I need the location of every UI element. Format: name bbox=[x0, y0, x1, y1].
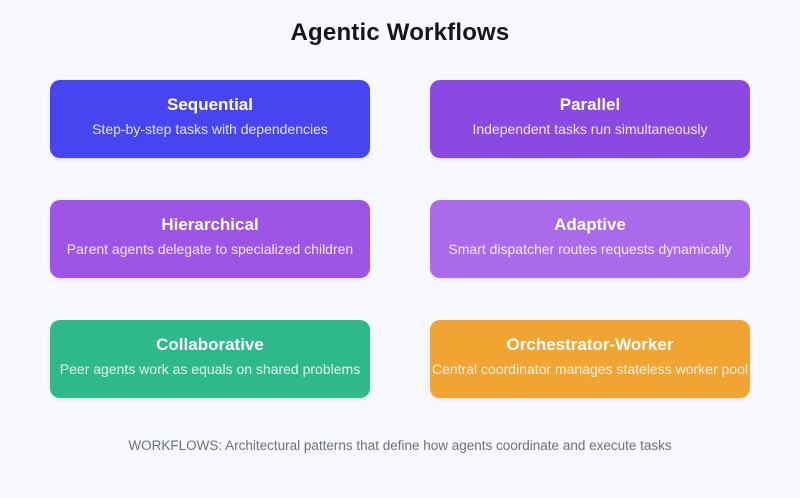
card-parallel-title: Parallel bbox=[559, 95, 621, 114]
card-parallel: Parallel Independent tasks run simultane… bbox=[430, 80, 750, 158]
card-sequential-description: Step-by-step tasks with dependencies bbox=[92, 121, 328, 137]
card-adaptive-description: Smart dispatcher routes requests dynamic… bbox=[448, 241, 732, 257]
card-sequential: Sequential Step-by-step tasks with depen… bbox=[50, 80, 370, 158]
workflows-caption: WORKFLOWS: Architectural patterns that d… bbox=[128, 438, 672, 453]
workflow-cards-grid: Sequential Step-by-step tasks with depen… bbox=[50, 80, 750, 398]
card-sequential-title: Sequential bbox=[167, 95, 253, 114]
card-collaborative-title: Collaborative bbox=[156, 335, 264, 354]
card-adaptive-title: Adaptive bbox=[554, 215, 626, 234]
card-hierarchical-title: Hierarchical bbox=[161, 215, 259, 234]
card-parallel-description: Independent tasks run simultaneously bbox=[472, 121, 708, 137]
card-orchestrator-worker-title: Orchestrator-Worker bbox=[506, 335, 674, 354]
page-title: Agentic Workflows bbox=[290, 19, 510, 46]
card-orchestrator-worker-description: Central coordinator manages stateless wo… bbox=[432, 361, 748, 377]
card-collaborative: Collaborative Peer agents work as equals… bbox=[50, 320, 370, 398]
card-collaborative-description: Peer agents work as equals on shared pro… bbox=[59, 361, 361, 377]
card-hierarchical-description: Parent agents delegate to specialized ch… bbox=[66, 241, 354, 257]
page-background: { "header": { "title": "Agentic Workflow… bbox=[0, 18, 800, 498]
card-orchestrator-worker: Orchestrator-Worker Central coordinator … bbox=[430, 320, 750, 398]
card-hierarchical: Hierarchical Parent agents delegate to s… bbox=[50, 200, 370, 278]
card-adaptive: Adaptive Smart dispatcher routes request… bbox=[430, 200, 750, 278]
